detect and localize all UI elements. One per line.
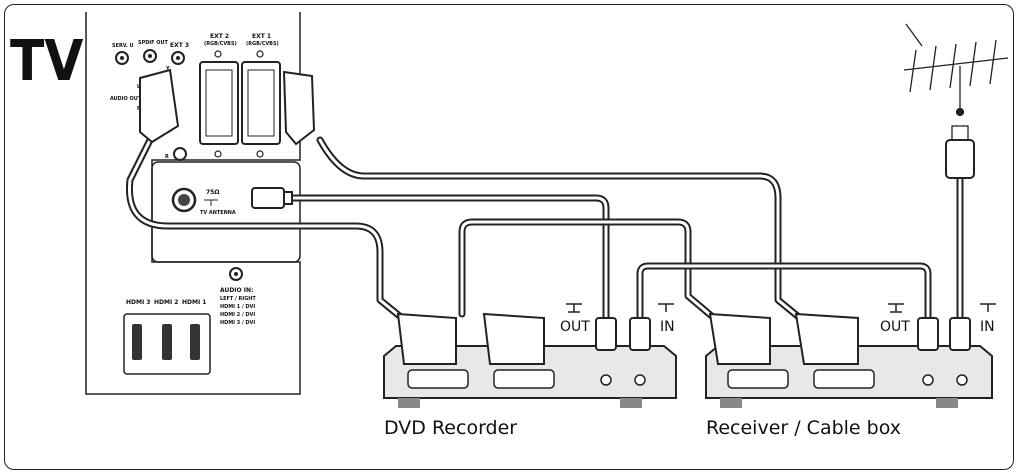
dvd-recorder <box>383 312 677 408</box>
hdmi3-label: HDMI 3 <box>126 299 150 306</box>
receiver-out-label-group: OUT <box>880 303 910 335</box>
receiver-out-label: OUT <box>880 319 910 335</box>
antenna-ohm-label: 75Ω <box>206 189 219 196</box>
tv-antenna-plug <box>251 187 293 209</box>
y-label: Y <box>165 66 170 72</box>
diagram-frame <box>4 4 1014 470</box>
tv-scart-plugs <box>139 68 316 146</box>
hdmi-ports: HDMI 3 HDMI 2 HDMI 1 <box>123 299 211 375</box>
receiver-label: Receiver / Cable box <box>706 417 901 439</box>
ext2-sub-label: (RGB/CVBS) <box>204 41 237 47</box>
audio-in-line-4: HDMI 3 / DVI <box>220 320 255 326</box>
audio-in-label: AUDIO IN: <box>220 287 253 294</box>
receiver-in-label-group: IN <box>980 303 996 335</box>
audio-in-area: AUDIO IN: LEFT / RIGHT HDMI 1 / DVI HDMI… <box>220 267 256 326</box>
hdmi1-label: HDMI 1 <box>182 299 206 306</box>
audio-in-line-2: HDMI 1 / DVI <box>220 304 255 310</box>
serv-u-label: SERV. U <box>112 43 134 49</box>
tv-antenna-port: 75Ω TV ANTENNA <box>171 187 236 216</box>
ext2-label: EXT 2 <box>210 33 229 40</box>
dvd-in-label: IN <box>660 319 675 335</box>
ext1-scart-port: EXT 1 (RGB/CVBS) <box>241 33 281 158</box>
cables <box>125 136 964 322</box>
r-label-2: R <box>165 154 169 160</box>
ext3-label: EXT 3 <box>170 42 189 49</box>
receiver-in-label: IN <box>980 319 995 335</box>
dvd-recorder-label: DVD Recorder <box>384 417 517 439</box>
audio-out-label: AUDIO OUT <box>110 96 142 102</box>
audio-in-line-3: HDMI 2 / DVI <box>220 312 255 318</box>
dvd-in-label-group: IN <box>658 303 675 335</box>
serv-u-port <box>115 51 129 65</box>
receiver-cable-box <box>705 312 993 408</box>
tv-back-panel <box>85 12 301 395</box>
ext1-sub-label: (RGB/CVBS) <box>246 41 279 47</box>
dvd-out-label-group: OUT <box>560 303 590 335</box>
hdmi2-label: HDMI 2 <box>154 299 178 306</box>
antenna-icon <box>903 23 1009 179</box>
tv-antenna-label: TV ANTENNA <box>200 210 236 216</box>
dvd-out-label: OUT <box>560 319 590 335</box>
spdif-label: SPDIF OUT <box>138 40 168 46</box>
r-port-2 <box>173 147 187 161</box>
ext3-port <box>171 51 185 65</box>
tv-label: TV <box>10 29 83 94</box>
audio-in-line-1: LEFT / RIGHT <box>220 296 256 302</box>
ext1-label: EXT 1 <box>252 33 271 40</box>
spdif-port <box>143 49 157 63</box>
ext2-scart-port: EXT 2 (RGB/CVBS) <box>199 33 239 158</box>
